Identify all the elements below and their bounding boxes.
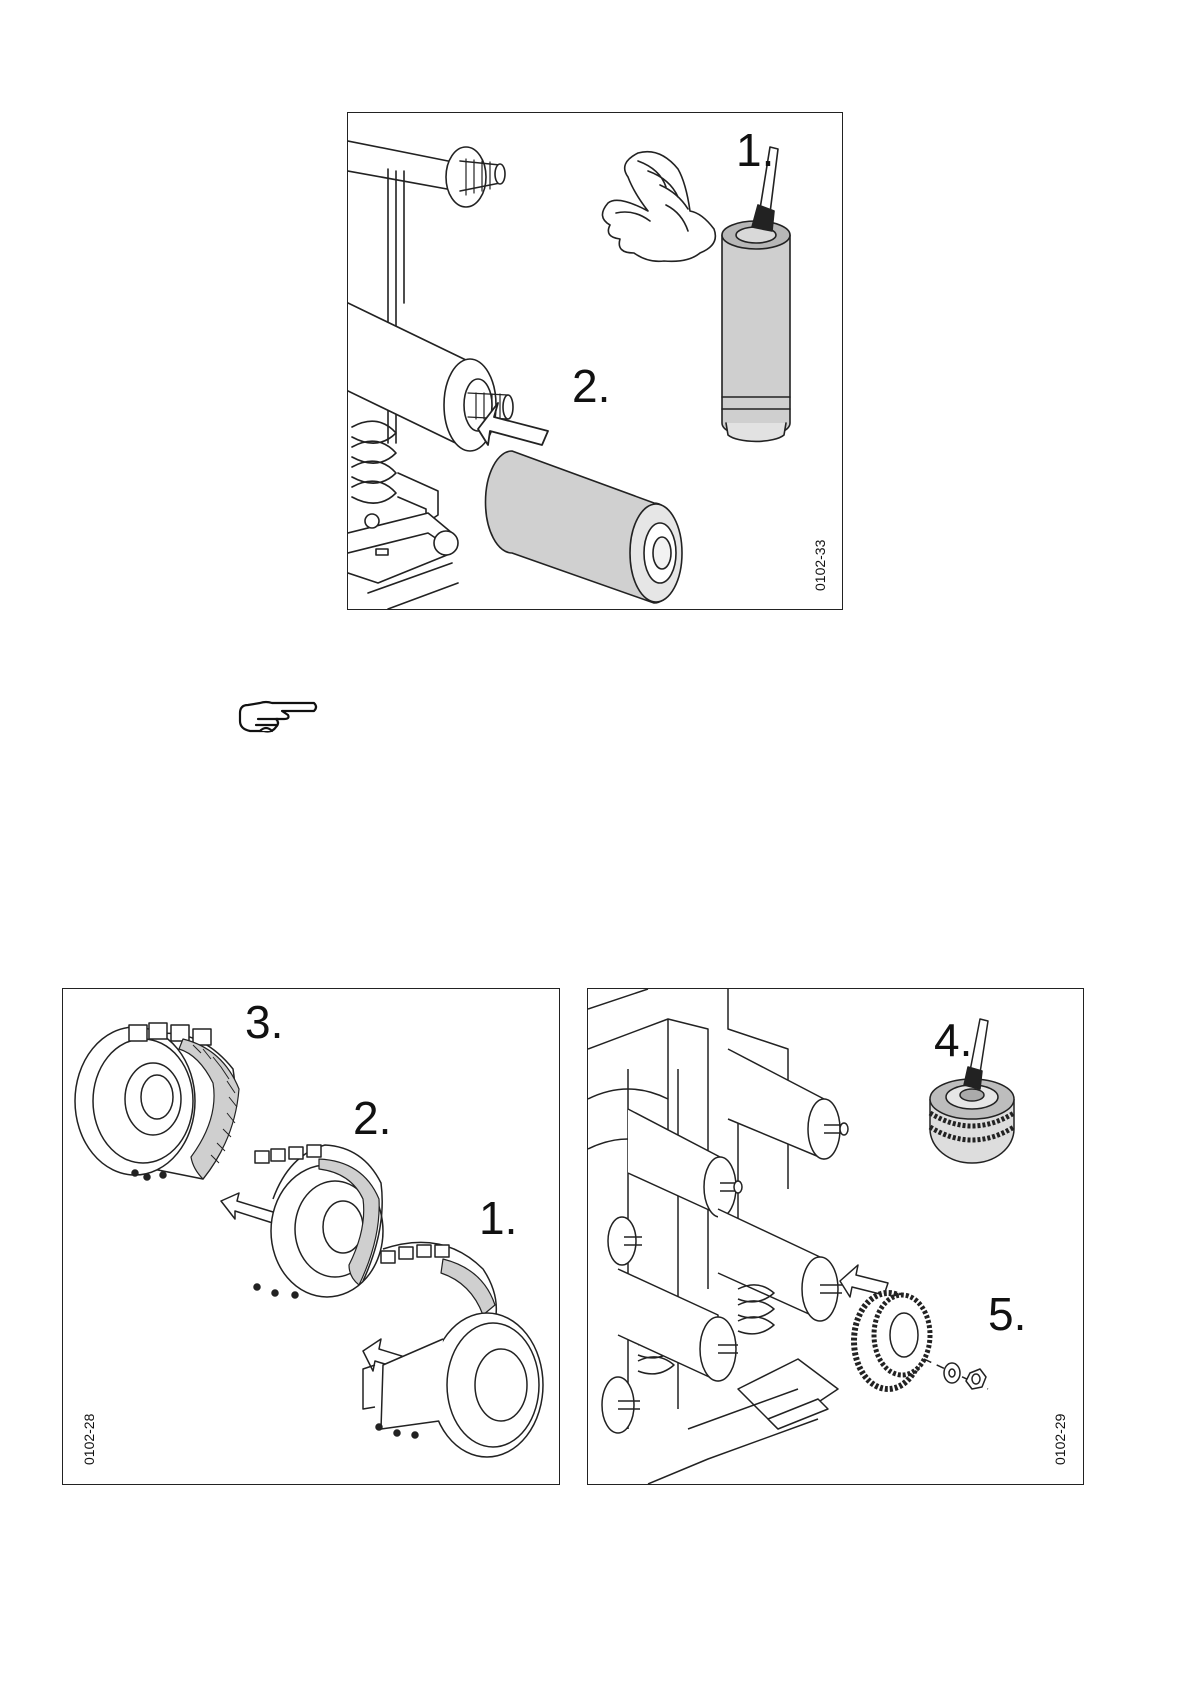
step-number-1: 1. [736,127,774,173]
figure-contact-system-assembly: 3. 2. 1. 0102-28 [62,988,560,1485]
step-number-3: 3. [245,999,283,1045]
figure-code: 0102-33 [812,540,828,591]
figure-cleaning-contact-arms: 1. 2. 0102-33 [347,112,843,610]
step-number-1: 1. [479,1195,517,1241]
pointing-hand-icon [236,697,318,737]
step-number-4: 4. [934,1017,972,1063]
figure-contact-system-mounting: 4. 5. 0102-29 [587,988,1084,1485]
figure-code: 0102-29 [1052,1414,1068,1465]
figure-code: 0102-28 [81,1414,97,1465]
illustration-pole-assembly [588,989,1083,1484]
step-number-5: 5. [988,1291,1026,1337]
step-number-2: 2. [572,363,610,409]
step-number-2: 2. [353,1095,391,1141]
